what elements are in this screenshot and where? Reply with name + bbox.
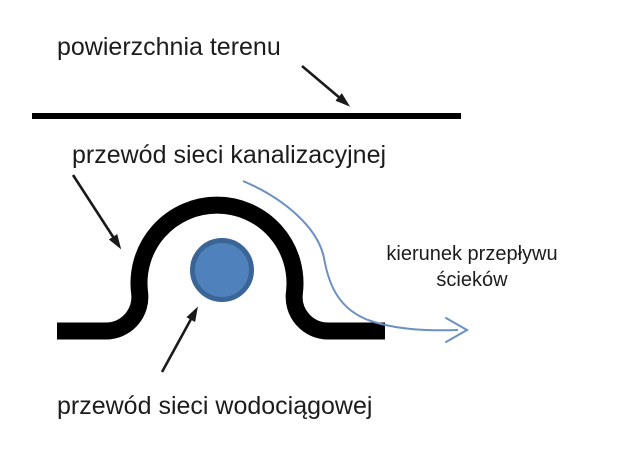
flow-direction-curve bbox=[242, 180, 459, 332]
sewer-label-arrow bbox=[71, 174, 122, 250]
flow-direction-label-line1: kierunek przepływu bbox=[386, 243, 558, 265]
flow-arrowhead-icon bbox=[445, 317, 470, 343]
water-pipe-circle bbox=[190, 238, 254, 302]
water-label-arrow bbox=[160, 306, 198, 373]
sewer-pipe-shape bbox=[57, 196, 385, 340]
water-pipe-label: przewód sieci wodociągowej bbox=[57, 392, 373, 420]
sewer-pipe-label: przewód sieci kanalizacyjnej bbox=[72, 141, 387, 169]
surface-label-arrow bbox=[301, 65, 351, 107]
flow-direction-label-line2: ścieków bbox=[436, 269, 508, 291]
flow-direction-label: kierunek przepływu ścieków bbox=[357, 241, 587, 293]
surface-label: powierzchnia terenu bbox=[57, 33, 281, 61]
